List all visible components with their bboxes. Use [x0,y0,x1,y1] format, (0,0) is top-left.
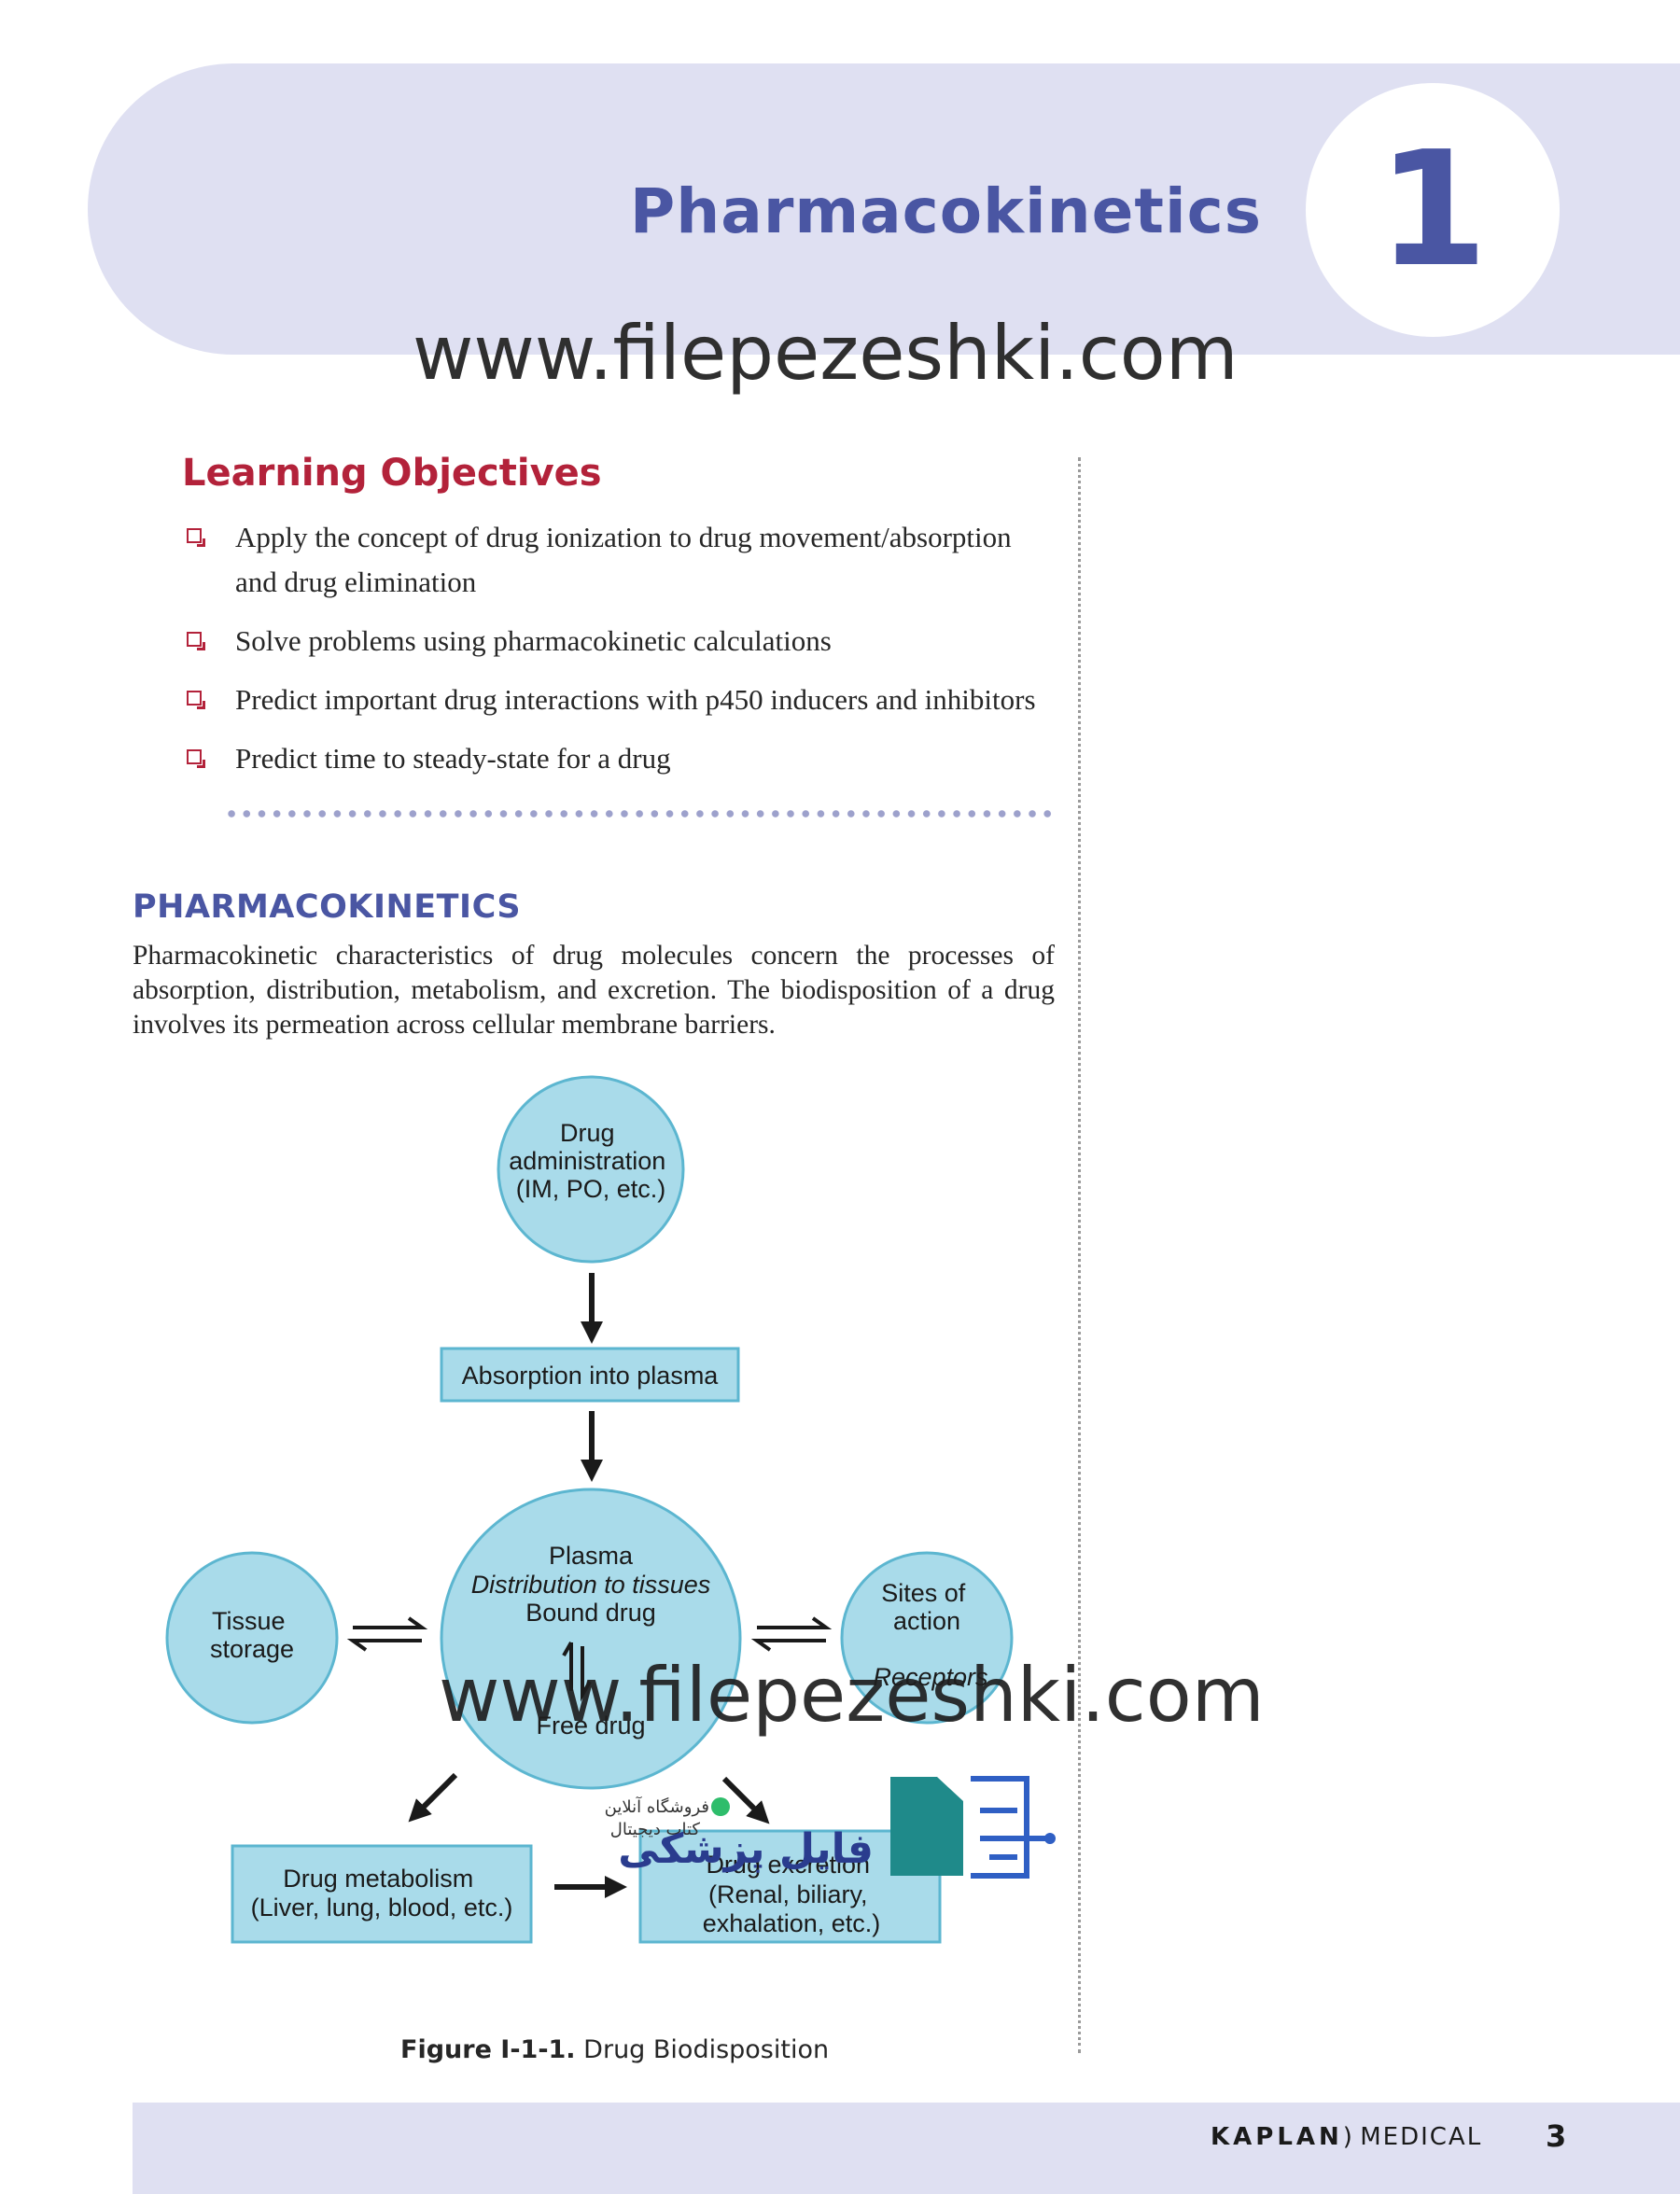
plasma-subtitle: Distribution to tissues [471,1571,711,1599]
section-body: Pharmacokinetic characteristics of drug … [133,941,1055,1040]
logo-circuit-icon [971,1776,1045,1879]
logo-brand-text: فایل پزشکی [618,1825,874,1873]
objective-text: Predict important drug interactions with… [235,683,1036,716]
footer-brand-rest: MEDICAL [1360,2123,1483,2151]
objective-item: Predict time to steady-state for a drug [183,736,1060,781]
objective-text: Predict time to steady-state for a drug [235,742,671,775]
dotted-divider [224,810,1055,818]
checkbox-icon [187,528,205,547]
checkbox-icon [187,691,205,709]
checkbox-icon [187,749,205,768]
figure-caption: Figure I-1-1. Drug Biodisposition [400,2035,829,2064]
watermark-middle: www.filepezeshki.com [439,1652,1265,1739]
plasma-title: Plasma [549,1542,634,1570]
drug-administration-node [497,1075,685,1264]
logo-node-icon [1044,1833,1056,1844]
drug-excretion-node [638,1829,942,1944]
objective-item: Predict important drug interactions with… [183,678,1060,722]
sites-of-action-node [840,1551,1014,1725]
drug-metabolism-label: Drug metabolism (Liver, lung, blood, etc… [251,1865,513,1921]
tissue-storage-label: Tissue storage [210,1607,294,1663]
filepezeshki-logo: فروشگاه آنلاین کتاب دیجیتال فایل پزشکی [605,1776,1056,1879]
logo-text-line2: کتاب دیجیتال [610,1820,701,1839]
objective-item: Solve problems using pharmacokinetic cal… [183,619,1060,664]
chapter-number: 1 [1377,118,1489,302]
plasma-node [440,1488,742,1790]
column-divider [1078,457,1081,2053]
plasma-bound: Bound drug [525,1599,656,1627]
figure-caption-text: Drug Biodisposition [583,2035,830,2064]
equilibrium-arrow-sites [750,1616,833,1652]
figure-caption-label: Figure I-1-1. [400,2035,576,2064]
logo-mark-icon [890,1777,963,1876]
equilibrium-arrow-vertical [562,1642,592,1702]
page-number: 3 [1546,2118,1567,2154]
paren-icon: ) [1342,2123,1352,2151]
drug-administration-label: Drug administration (IM, PO, etc.) [509,1119,673,1203]
tissue-storage-node [165,1551,339,1725]
objective-item: Apply the concept of drug ionization to … [183,515,1060,605]
learning-objectives-heading: Learning Objectives [182,452,602,495]
arrow-plasma-to-excretion [721,1776,770,1824]
learning-objectives-list: Apply the concept of drug ionization to … [183,515,1060,795]
checkbox-icon [187,632,205,650]
sites-of-action-label: Sites of action [881,1579,973,1635]
chapter-number-badge: 1 [1306,83,1560,337]
plasma-free: Free drug [536,1712,645,1740]
objective-text: Apply the concept of drug ionization to … [235,521,1012,598]
equilibrium-arrow-tissue [346,1616,428,1652]
logo-text-line1: فروشگاه آنلاین [605,1796,709,1817]
section-heading: PHARMACOKINETICS [133,888,522,926]
objective-text: Solve problems using pharmacokinetic cal… [235,624,832,657]
arrow-plasma-to-metabolism [408,1772,458,1823]
footer-band [133,2103,1680,2194]
drug-metabolism-node [231,1844,533,1944]
drug-excretion-label: Drug excretion (Renal, biliary, exhalati… [703,1851,881,1937]
kaplan-medical-logo: KAPLAN) MEDICAL [1211,2123,1482,2151]
watermark-top: www.filepezeshki.com [413,310,1239,397]
plus-circle-icon [711,1797,730,1816]
receptors-label: Receptors [873,1663,987,1691]
chapter-title: Pharmacokinetics [629,175,1262,247]
absorption-label: Absorption into plasma [462,1362,720,1390]
absorption-node [440,1347,740,1403]
footer-brand-bold: KAPLAN [1211,2123,1343,2151]
